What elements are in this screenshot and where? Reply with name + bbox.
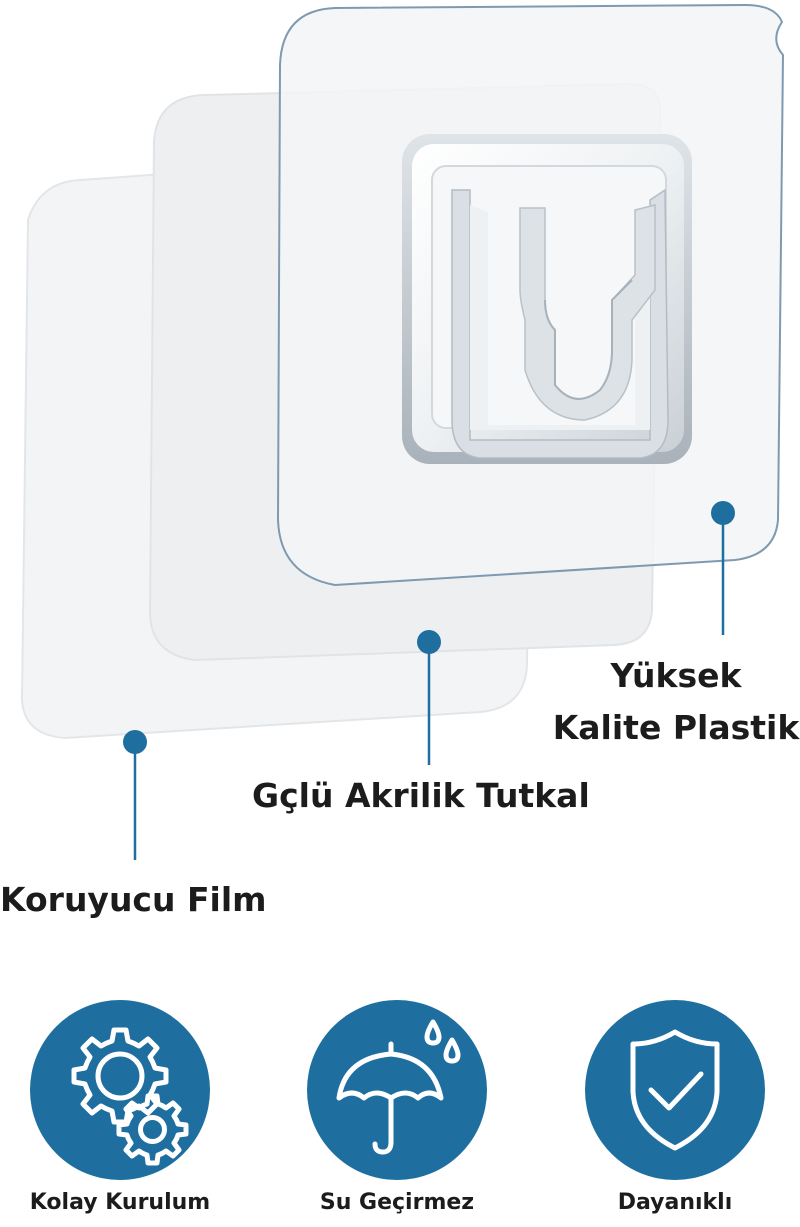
feature-badge — [585, 1000, 765, 1180]
feature-durable: Dayanıklı — [555, 1000, 795, 1227]
label-high-quality-plastic: Yüksek Kalite Plastik — [552, 656, 800, 747]
shield-check-icon — [630, 1029, 720, 1151]
feature-easy-install: Kolay Kurulum — [0, 1000, 240, 1227]
callout-film — [123, 730, 147, 860]
label-protective-film: Koruyucu Film — [0, 880, 267, 919]
callout-adhesive — [417, 630, 441, 765]
feature-badge — [307, 1000, 487, 1180]
gears-icon — [71, 1027, 189, 1166]
hook-layers-illustration — [20, 3, 785, 860]
feature-waterproof: Su Geçirmez — [277, 1000, 517, 1227]
label-acrylic-adhesive: Gçlü Akrilik Tutkal — [252, 776, 590, 815]
umbrella-rain-icon — [336, 1019, 461, 1155]
feature-label: Su Geçirmez — [319, 1190, 475, 1215]
callout-plastic — [711, 501, 735, 635]
feature-label: Kolay Kurulum — [29, 1190, 211, 1215]
feature-badge — [30, 1000, 210, 1180]
hook-icon — [402, 134, 692, 464]
feature-label: Dayanıklı — [617, 1190, 733, 1215]
